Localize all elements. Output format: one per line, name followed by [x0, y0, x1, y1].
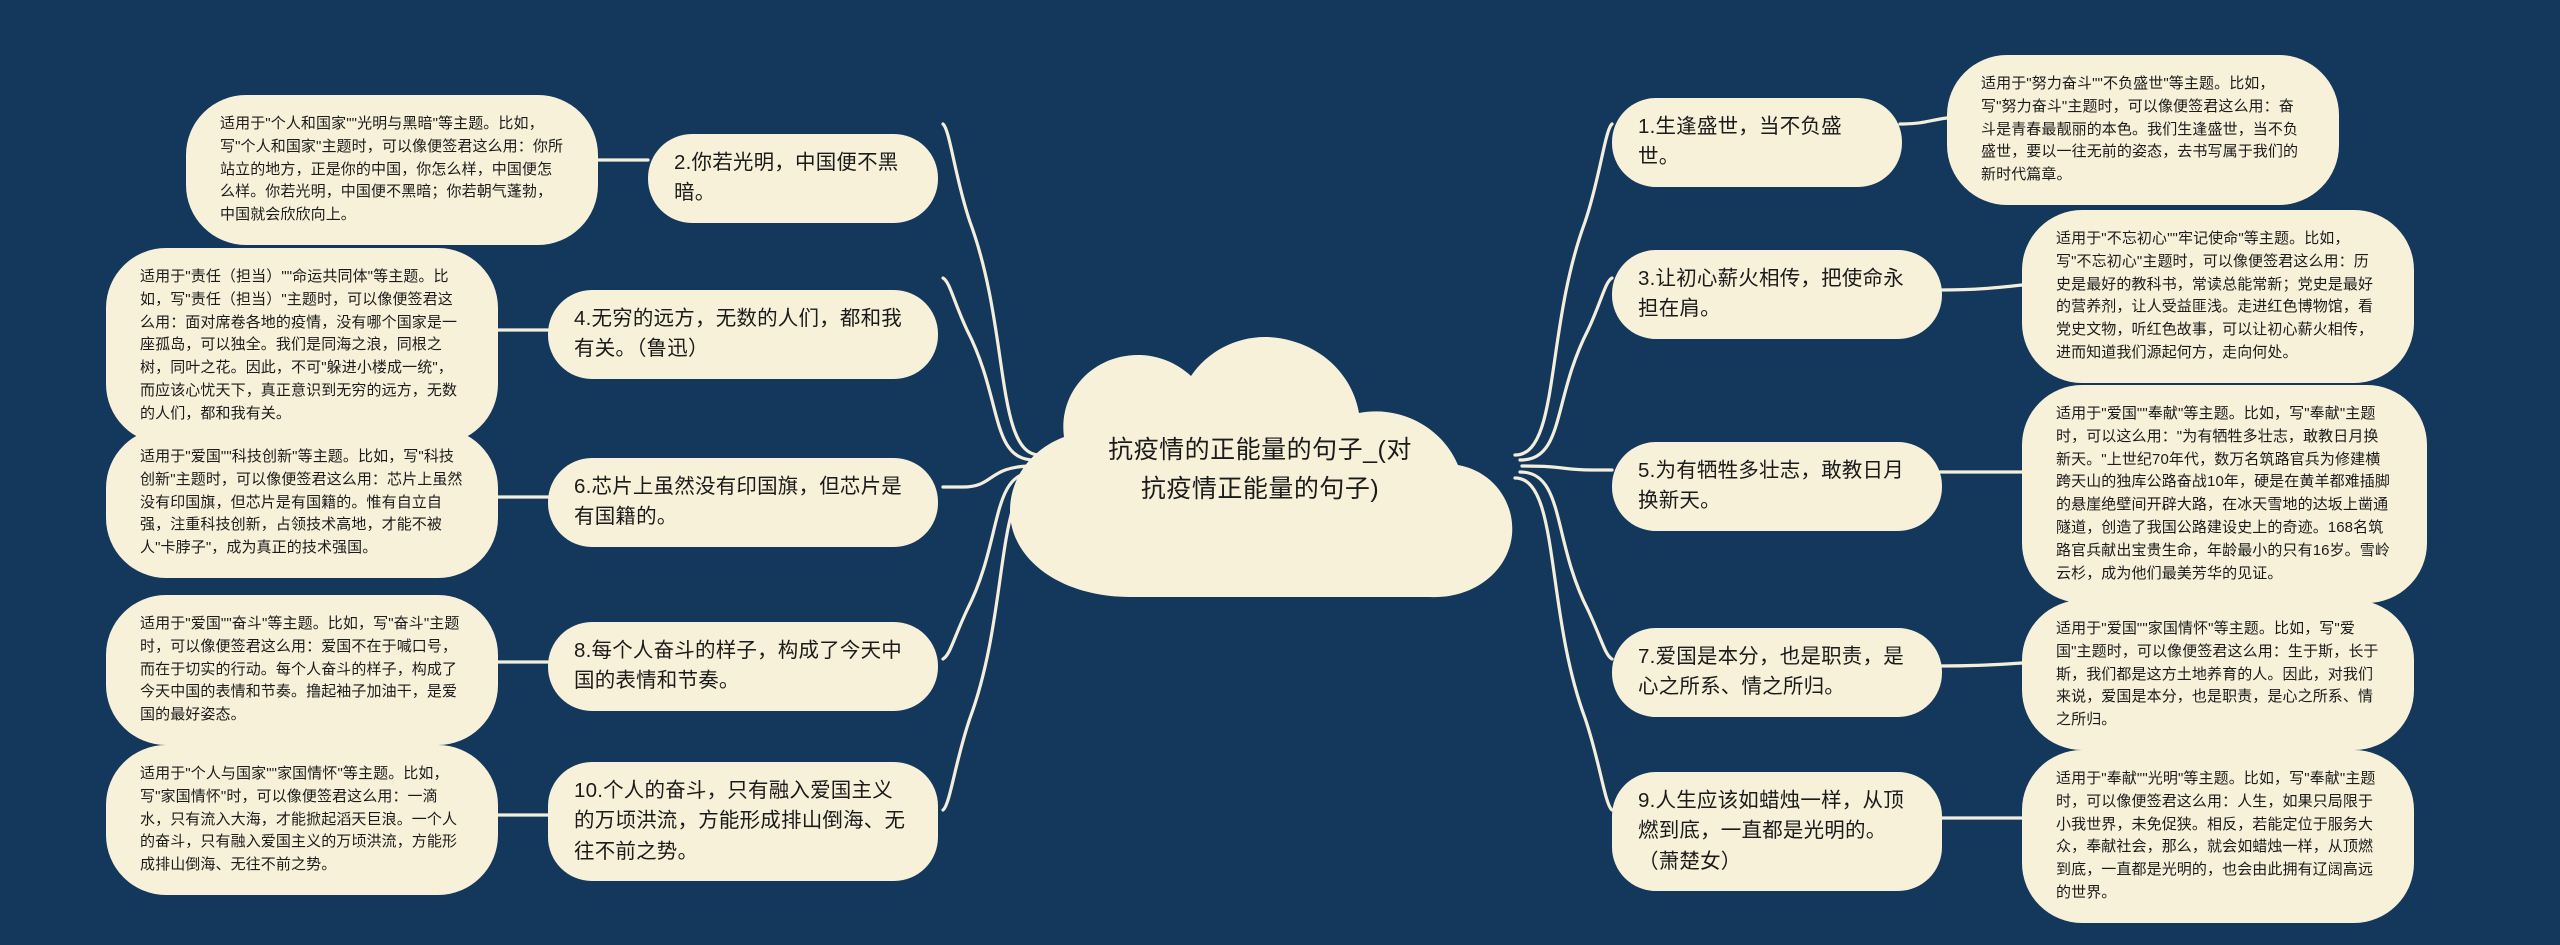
detail-node-10[interactable]: 适用于"个人与国家""家国情怀"等主题。比如，写"家国情怀"时，可以像便签君这么… [106, 745, 498, 895]
link-topic-7-to-detail-7 [1938, 661, 2024, 668]
topic-label: 6.芯片上虽然没有印国旗，但芯片是有国籍的。 [574, 475, 902, 529]
topic-node-9[interactable]: 9.人生应该如蜡烛一样，从顶燃到底，一直都是光明的。（萧楚女） [1612, 772, 1942, 891]
detail-text: 适用于"爱国""奋斗"等主题。比如，写"奋斗"主题时，可以像便签君这么用：爱国不… [140, 615, 460, 724]
topic-label: 9.人生应该如蜡烛一样，从顶燃到底，一直都是光明的。（萧楚女） [1638, 789, 1904, 873]
detail-node-8[interactable]: 适用于"爱国""奋斗"等主题。比如，写"奋斗"主题时，可以像便签君这么用：爱国不… [106, 595, 498, 745]
topic-label: 4.无穷的远方，无数的人们，都和我有关。（鲁迅） [574, 307, 902, 361]
detail-text: 适用于"爱国""奉献"等主题。比如，写"奉献"主题时，可以这么用："为有牺牲多壮… [2056, 405, 2390, 582]
detail-text: 适用于"个人和国家""光明与黑暗"等主题。比如，写"个人和国家"主题时，可以像便… [220, 115, 564, 224]
detail-text: 适用于"努力奋斗""不负盛世"等主题。比如，写"努力奋斗"主题时，可以像便签君这… [1981, 75, 2299, 184]
topic-node-8[interactable]: 8.每个人奋斗的样子，构成了今天中国的表情和节奏。 [548, 622, 938, 711]
topic-label: 7.爱国是本分，也是职责，是心之所系、情之所归。 [1638, 645, 1904, 699]
detail-node-7[interactable]: 适用于"爱国""家国情怀"等主题。比如，写"爱国"主题时，可以像便签君这么用：生… [2022, 600, 2414, 750]
center-cloud-node[interactable]: 抗疫情的正能量的句子_(对抗疫情正能量的句子) [980, 335, 1540, 605]
topic-node-2[interactable]: 2.你若光明，中国便不黑暗。 [648, 134, 938, 223]
link-topic-1-to-detail-1 [1898, 116, 1949, 126]
topic-label: 2.你若光明，中国便不黑暗。 [674, 151, 899, 205]
topic-node-3[interactable]: 3.让初心薪火相传，把使命永担在肩。 [1612, 250, 1942, 339]
topic-node-1[interactable]: 1.生逢盛世，当不负盛世。 [1612, 98, 1902, 187]
detail-text: 适用于"爱国""科技创新"等主题。比如，写"科技创新"主题时，可以像便签君这么用… [140, 448, 463, 557]
detail-node-3[interactable]: 适用于"不忘初心""牢记使命"等主题。比如，写"不忘初心"主题时，可以像便签君这… [2022, 210, 2414, 383]
detail-text: 适用于"奉献""光明"等主题。比如，写"奉献"主题时，可以像便签君这么用：人生，… [2056, 770, 2376, 901]
detail-text: 适用于"个人与国家""家国情怀"等主题。比如，写"家国情怀"时，可以像便签君这么… [140, 765, 458, 874]
detail-text: 适用于"爱国""家国情怀"等主题。比如，写"爱国"主题时，可以像便签君这么用：生… [2056, 620, 2379, 729]
detail-node-5[interactable]: 适用于"爱国""奉献"等主题。比如，写"奉献"主题时，可以这么用："为有牺牲多壮… [2022, 385, 2427, 604]
topic-label: 8.每个人奋斗的样子，构成了今天中国的表情和节奏。 [574, 639, 902, 693]
topic-label: 1.生逢盛世，当不负盛世。 [1638, 115, 1842, 169]
detail-text: 适用于"不忘初心""牢记使命"等主题。比如，写"不忘初心"主题时，可以像便签君这… [2056, 230, 2374, 361]
detail-node-1[interactable]: 适用于"努力奋斗""不负盛世"等主题。比如，写"努力奋斗"主题时，可以像便签君这… [1947, 55, 2339, 205]
topic-node-10[interactable]: 10.个人的奋斗，只有融入爱国主义的万顷洪流，方能形成排山倒海、无往不前之势。 [548, 762, 938, 881]
detail-node-2[interactable]: 适用于"个人和国家""光明与黑暗"等主题。比如，写"个人和国家"主题时，可以像便… [186, 95, 598, 245]
topic-label: 5.为有牺牲多壮志，敢教日月换新天。 [1638, 459, 1904, 513]
detail-text: 适用于"责任（担当）""命运共同体"等主题。比如，写"责任（担当）"主题时，可以… [140, 268, 458, 422]
detail-node-9[interactable]: 适用于"奉献""光明"等主题。比如，写"奉献"主题时，可以像便签君这么用：人生，… [2022, 750, 2414, 923]
topic-node-5[interactable]: 5.为有牺牲多壮志，敢教日月换新天。 [1612, 442, 1942, 531]
cloud-shape-icon [1010, 337, 1513, 598]
detail-node-4[interactable]: 适用于"责任（担当）""命运共同体"等主题。比如，写"责任（担当）"主题时，可以… [106, 248, 498, 444]
topic-label: 10.个人的奋斗，只有融入爱国主义的万顷洪流，方能形成排山倒海、无往不前之势。 [574, 779, 906, 863]
center-title: 抗疫情的正能量的句子_(对抗疫情正能量的句子) [1108, 436, 1412, 503]
detail-node-6[interactable]: 适用于"爱国""科技创新"等主题。比如，写"科技创新"主题时，可以像便签君这么用… [106, 428, 498, 578]
topic-node-7[interactable]: 7.爱国是本分，也是职责，是心之所系、情之所归。 [1612, 628, 1942, 717]
link-topic-3-to-detail-3 [1938, 283, 2024, 292]
topic-node-4[interactable]: 4.无穷的远方，无数的人们，都和我有关。（鲁迅） [548, 290, 938, 379]
topic-node-6[interactable]: 6.芯片上虽然没有印国旗，但芯片是有国籍的。 [548, 458, 938, 547]
topic-label: 3.让初心薪火相传，把使命永担在肩。 [1638, 267, 1904, 321]
